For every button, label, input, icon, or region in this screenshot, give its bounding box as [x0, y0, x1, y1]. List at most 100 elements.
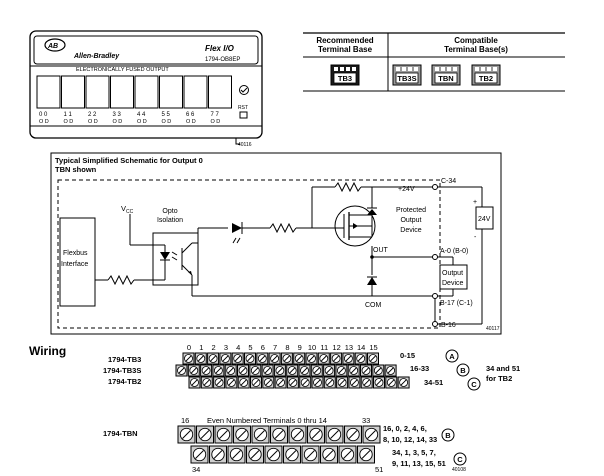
supply-rail-label: +24V: [398, 186, 415, 193]
supply-box: [475, 206, 494, 230]
callout-c: [467, 377, 481, 391]
tbn-b-mapping: 16, 0, 2, 4, 6,: [383, 424, 427, 433]
svg-text:Device: Device: [442, 280, 464, 287]
led-window: [61, 75, 85, 109]
tbn-right-bottom: 51: [375, 465, 383, 474]
wiring-heading: Wiring: [29, 344, 66, 358]
schematic-diagram: Typical Simplified Schematic for Output …: [50, 152, 502, 335]
svg-text:Flexbus: Flexbus: [63, 250, 88, 257]
led-label: O D: [88, 119, 98, 125]
svg-text:+: +: [473, 199, 477, 206]
svg-text:Terminal Base(s): Terminal Base(s): [444, 45, 508, 54]
terminal-base-label: TBN: [438, 74, 453, 83]
terminal-number: 7: [273, 343, 277, 352]
schematic-figure-id: 40117: [486, 326, 500, 332]
svg-text:Device: Device: [400, 227, 422, 234]
row-c-range: 34-51: [424, 378, 443, 387]
flexbus-interface-box: [59, 217, 96, 307]
vcc-label: VCC: [121, 204, 134, 215]
svg-text:B: B: [445, 431, 451, 440]
tbn-row-lower: [190, 445, 375, 464]
tbn-c-mapping: 34, 1, 3, 5, 7,: [392, 448, 436, 457]
svg-text:-: -: [474, 234, 477, 241]
svg-text:24V: 24V: [478, 216, 491, 223]
terminal-b17: B-17 (C-1): [440, 300, 473, 307]
svg-text:Terminal Base: Terminal Base: [318, 45, 373, 54]
channel-number: 0 0: [39, 112, 48, 118]
reset-button[interactable]: [239, 111, 248, 119]
ab-logo-icon: [44, 38, 66, 52]
terminal-number: 11: [320, 343, 328, 352]
module-title: ELECTRONICALLY FUSED OUTPUT: [76, 67, 169, 73]
out-label: OUT: [373, 247, 389, 254]
tb3s-label: 1794-TB3S: [103, 366, 141, 375]
led-label: O D: [113, 119, 123, 125]
svg-text:Isolation: Isolation: [157, 217, 183, 224]
terminal-number: 9: [298, 343, 302, 352]
terminal-number: 1: [199, 343, 203, 352]
row-b-range: 16-33: [410, 364, 429, 373]
terminal-number: 6: [261, 343, 265, 352]
terminal-number: 4: [236, 343, 240, 352]
svg-text:A: A: [449, 352, 455, 361]
svg-text:for TB2: for TB2: [486, 374, 512, 383]
recommended-title: Recommended: [316, 36, 373, 45]
channel-number: 4 4: [137, 112, 146, 118]
terminal-number: 8: [285, 343, 289, 352]
terminal-number: 13: [345, 343, 353, 352]
tbn-row-upper: [177, 425, 381, 444]
compatible-title: Compatible: [454, 36, 498, 45]
svg-text:Output: Output: [400, 217, 421, 224]
channel-number: 5 5: [162, 112, 171, 118]
terminal-base-tb2-icon: TB2: [471, 64, 501, 86]
diode-icon: [367, 277, 377, 285]
tb2-label: 1794-TB2: [108, 377, 141, 386]
led-label: O D: [211, 119, 221, 125]
schematic-title: Typical Simplified Schematic for Output …: [55, 156, 203, 165]
tbn-callout-c: [453, 452, 467, 466]
callout-a: [445, 349, 459, 363]
tbn-left-top: 16: [181, 416, 189, 425]
module-drawing: AB Allen-Bradley Flex I/O 1794-OB8EP ELE…: [29, 30, 263, 148]
terminal-row-a: [182, 352, 379, 365]
tb3-label: 1794-TB3: [108, 355, 141, 364]
terminal-number: 14: [357, 343, 365, 352]
terminal-number: 0: [187, 343, 191, 352]
svg-text:Interface: Interface: [61, 261, 88, 268]
tbn-label: 1794-TBN: [103, 429, 138, 438]
terminal-base-label: TB2: [479, 74, 493, 83]
led-label: O D: [64, 119, 74, 125]
svg-text:Output: Output: [442, 270, 463, 277]
row-a-range: 0-15: [400, 351, 415, 360]
terminal-number: 15: [369, 343, 377, 352]
led-window: [36, 75, 61, 109]
terminal-a0: A-0 (B-0): [440, 248, 468, 255]
catalog-label: 1794-OB8EP: [205, 57, 240, 63]
tbn-right-top: 33: [362, 416, 370, 425]
led-icon: [232, 223, 242, 233]
terminal-c34: C-34: [441, 178, 456, 185]
led-window: [85, 75, 110, 109]
schematic-subtitle: TBN shown: [55, 165, 97, 174]
terminal-number: 3: [224, 343, 228, 352]
terminal-number: 2: [212, 343, 216, 352]
tbn-even-note: Even Numbered Terminals 0 thru 14: [207, 416, 327, 425]
tb2-note: 34 and 51: [486, 364, 520, 373]
terminal-row-c: [188, 376, 410, 389]
terminal-number: 5: [248, 343, 252, 352]
terminal-base-tb3s-icon: TB3S: [392, 64, 422, 86]
opto-label: Opto: [162, 208, 177, 215]
terminal-base-tb3-icon: TB3: [330, 64, 360, 86]
status-indicator-icon: [239, 85, 249, 95]
terminal-number: 12: [332, 343, 340, 352]
svg-text:8, 10, 12, 14, 33: 8, 10, 12, 14, 33: [383, 435, 437, 444]
com-label: COM: [365, 302, 382, 309]
led-window: [208, 75, 232, 109]
output-device-box: [439, 264, 468, 290]
terminal-base-label: TB3: [338, 74, 352, 83]
channel-number: 3 3: [113, 112, 122, 118]
svg-text:B: B: [460, 366, 466, 375]
callout-b: [456, 363, 470, 377]
led-window: [183, 75, 208, 109]
